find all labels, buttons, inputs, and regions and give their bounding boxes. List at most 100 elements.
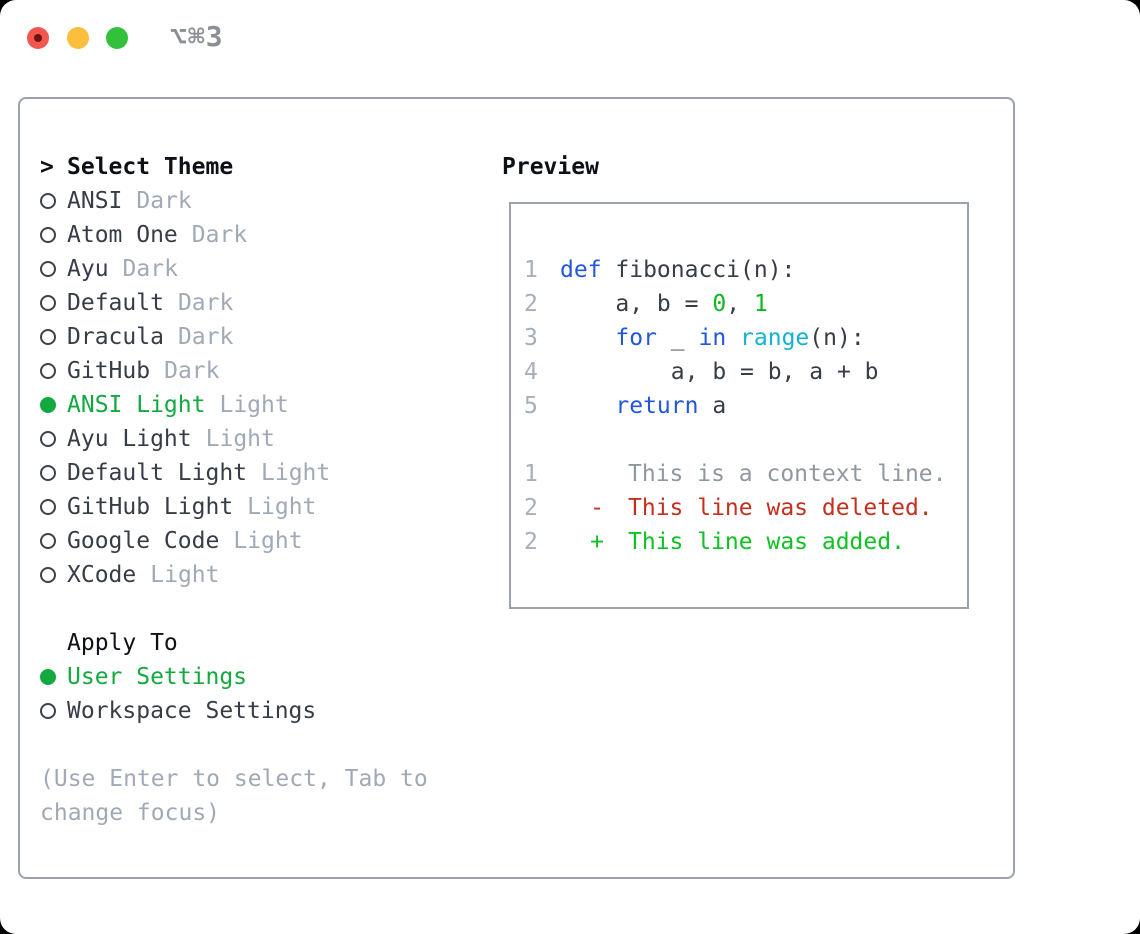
close-button-icon[interactable]	[27, 27, 49, 49]
theme-variant: Dark	[164, 358, 220, 384]
radio-icon	[40, 567, 56, 583]
line-number: 4	[524, 359, 538, 385]
code-line: 4 a, b = b, a + b	[524, 355, 967, 389]
cursor-marker-icon: >	[40, 154, 54, 180]
radio-marker	[40, 227, 67, 243]
apply-option[interactable]: Workspace Settings	[40, 694, 480, 728]
theme-variant: Dark	[122, 256, 178, 282]
theme-variant: Light	[150, 562, 220, 588]
radio-marker	[40, 295, 67, 311]
radio-icon	[40, 499, 56, 515]
radio-icon	[40, 397, 56, 413]
radio-icon	[40, 193, 56, 209]
radio-icon	[40, 363, 56, 379]
line-number: 2	[524, 529, 538, 555]
theme-name: GitHub Light	[67, 494, 234, 520]
apply-option-label: User Settings	[67, 664, 248, 690]
apply-to-title: Apply To	[67, 630, 178, 656]
spacer	[40, 592, 480, 626]
code-segment	[560, 325, 615, 351]
code-segment: (n):	[809, 325, 865, 351]
apply-section-header: Apply To	[40, 626, 480, 660]
diff-text: This line was added.	[628, 529, 905, 555]
apply-option[interactable]: User Settings	[40, 660, 480, 694]
code-segment	[726, 325, 740, 351]
theme-variant: Light	[247, 494, 317, 520]
theme-item[interactable]: ANSI Light Light	[40, 388, 480, 422]
diff-line-added: 2 + This line was added.	[524, 525, 967, 559]
code-segment: range	[740, 325, 810, 351]
theme-variant: Dark	[177, 324, 234, 350]
theme-name: Dracula	[67, 324, 164, 350]
radio-icon	[40, 533, 56, 549]
code-segment: 0	[712, 291, 727, 317]
theme-name: ANSI	[67, 188, 123, 214]
apply-options: User Settings Workspace Settings	[40, 660, 480, 728]
theme-item[interactable]: Google Code Light	[40, 524, 480, 558]
window-title: ⌥⌘3	[170, 20, 224, 53]
diff-marker-icon: -	[590, 495, 604, 521]
blank-line	[524, 423, 967, 457]
theme-item[interactable]: Default Light Light	[40, 456, 480, 490]
theme-name: GitHub	[67, 358, 151, 384]
theme-item[interactable]: GitHub Light Light	[40, 490, 480, 524]
code-segment: a	[698, 393, 727, 419]
diff-text: This line was deleted.	[628, 495, 933, 521]
zoom-button-icon[interactable]	[106, 27, 128, 49]
line-number: 5	[524, 393, 538, 419]
diff-text: This is a context line.	[628, 461, 947, 487]
code-segment	[560, 393, 615, 419]
radio-icon	[40, 669, 56, 685]
radio-marker	[40, 499, 67, 515]
left-column: > Select Theme ANSI Dark Atom One Dark A…	[40, 150, 480, 830]
theme-item[interactable]: XCode Light	[40, 558, 480, 592]
minimize-button-icon[interactable]	[67, 27, 89, 49]
theme-name: Ayu	[67, 256, 109, 282]
theme-name: Ayu Light	[67, 426, 192, 452]
theme-selector-panel: > Select Theme ANSI Dark Atom One Dark A…	[18, 97, 1015, 879]
radio-icon	[40, 329, 56, 345]
code-segment: return	[615, 393, 699, 419]
radio-marker	[40, 533, 67, 549]
radio-icon	[40, 227, 56, 243]
radio-marker	[40, 363, 67, 379]
radio-marker	[40, 703, 67, 719]
theme-name: Google Code	[67, 528, 220, 554]
apply-option-label: Workspace Settings	[67, 698, 317, 724]
code-segment: def	[560, 257, 602, 283]
theme-name: ANSI Light	[67, 392, 206, 418]
diff-line-deleted: 2 -This line was deleted.	[524, 491, 967, 525]
theme-variant: Dark	[136, 188, 192, 214]
theme-variant: Light	[233, 528, 303, 554]
radio-marker	[40, 669, 67, 685]
theme-item[interactable]: GitHub Dark	[40, 354, 480, 388]
theme-item[interactable]: Atom One Dark	[40, 218, 480, 252]
theme-name: XCode	[67, 562, 137, 588]
hint-text: (Use Enter to select, Tab to change focu…	[40, 766, 428, 826]
theme-variant: Light	[205, 426, 275, 452]
code-segment: ,	[726, 291, 754, 317]
theme-name: Atom One	[67, 222, 178, 248]
radio-marker	[40, 431, 67, 447]
diff-marker-icon: +	[590, 529, 604, 555]
theme-item[interactable]: Ayu Light Light	[40, 422, 480, 456]
theme-item[interactable]: ANSI Dark	[40, 184, 480, 218]
theme-item[interactable]: Ayu Dark	[40, 252, 480, 286]
theme-item[interactable]: Dracula Dark	[40, 320, 480, 354]
theme-variant: Light	[261, 460, 331, 486]
radio-icon	[40, 261, 56, 277]
line-number: 2	[524, 495, 538, 521]
preview-title: Preview	[502, 154, 599, 180]
code-segment: 1	[753, 291, 768, 317]
code-line: 3 for _ in range(n):	[524, 321, 967, 355]
line-number: 1	[524, 461, 538, 487]
theme-item[interactable]: Default Dark	[40, 286, 480, 320]
code-line: 5 return a	[524, 389, 967, 423]
code-segment: a, b = b, a + b	[560, 359, 879, 385]
theme-variant: Light	[219, 392, 289, 418]
radio-icon	[40, 703, 56, 719]
line-number: 3	[524, 325, 538, 351]
theme-list-header: > Select Theme	[40, 150, 480, 184]
